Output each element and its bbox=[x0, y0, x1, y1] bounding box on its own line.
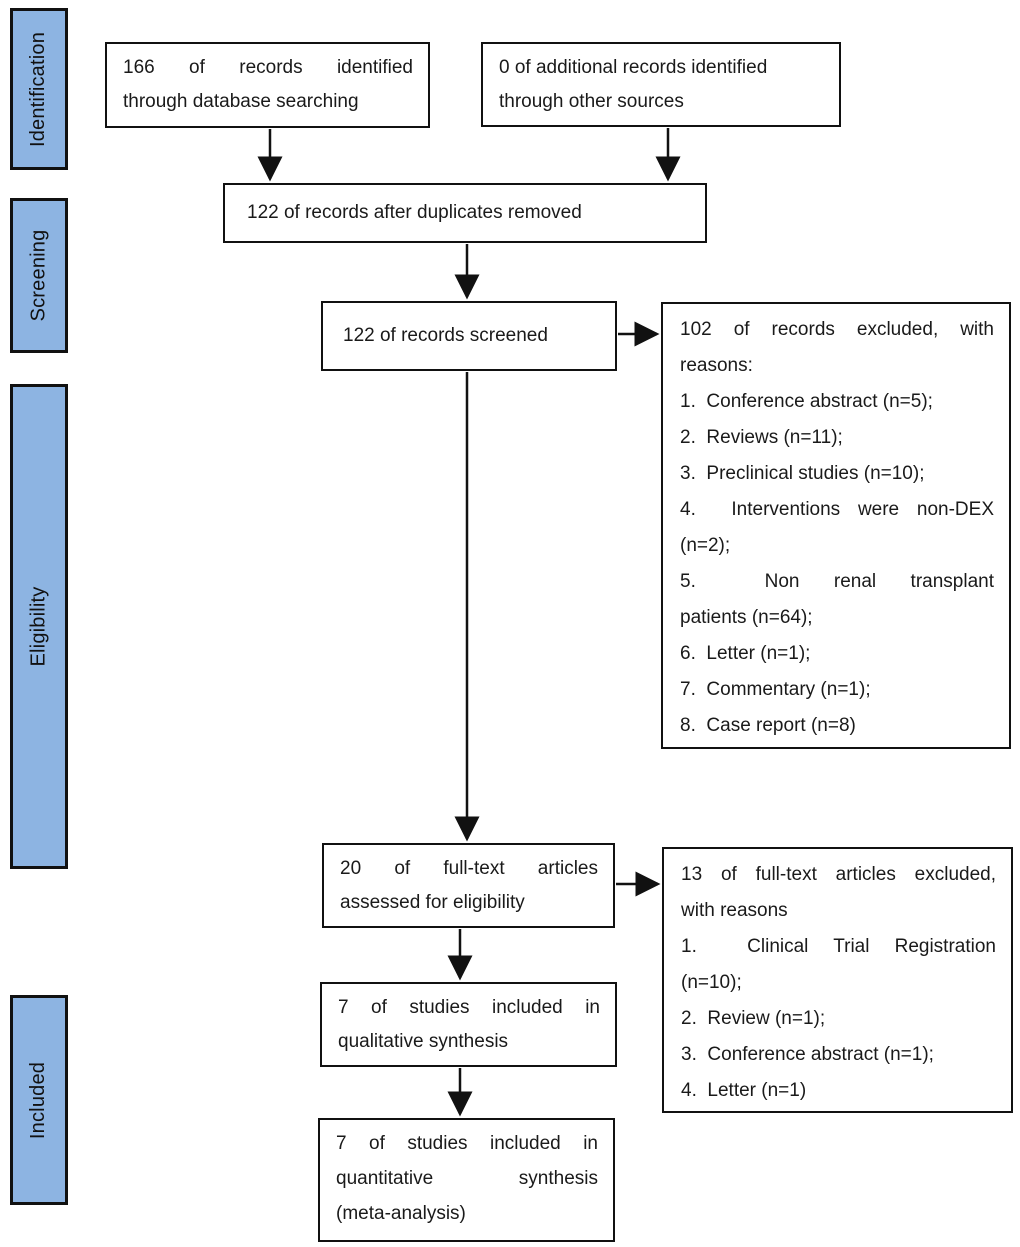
stage-label-included: Included bbox=[10, 995, 68, 1205]
text-line: 7 of studies included in bbox=[338, 997, 600, 1018]
text-line: 4. Interventions were non-DEX bbox=[680, 499, 994, 520]
text-line: 5. Non renal transplant bbox=[680, 571, 994, 592]
text-line: quantitative synthesis bbox=[336, 1168, 598, 1189]
text-line: 13 of full-text articles excluded, bbox=[681, 864, 996, 885]
text-line: 7. Commentary (n=1); bbox=[680, 679, 871, 700]
text-line: 166 of records identified bbox=[123, 57, 413, 78]
box-qualitative-synthesis: 7 of studies included in qualitative synt… bbox=[320, 982, 617, 1067]
text-line: 122 of records screened bbox=[343, 325, 548, 346]
stage-label-text: Included bbox=[27, 1061, 50, 1139]
text-line: 7 of studies included in bbox=[336, 1133, 598, 1154]
stage-label-text: Screening bbox=[27, 229, 50, 322]
text-line: reasons: bbox=[680, 355, 753, 376]
text-line: 4. Letter (n=1) bbox=[681, 1080, 807, 1101]
text-line: 102 of records excluded, with bbox=[680, 319, 994, 340]
text-line: 2. Review (n=1); bbox=[681, 1008, 826, 1029]
box-quantitative-synthesis: 7 of studies included in quantitative syn… bbox=[318, 1118, 615, 1242]
box-records-screened: 122 of records screened bbox=[321, 301, 617, 371]
box-records-after-duplicates: 122 of records after duplicates removed bbox=[223, 183, 707, 243]
stage-label-eligibility: Eligibility bbox=[10, 384, 68, 869]
text-line: through database searching bbox=[123, 91, 359, 112]
text-line: 3. Preclinical studies (n=10); bbox=[680, 463, 925, 484]
text-line: 6. Letter (n=1); bbox=[680, 643, 811, 664]
text-line: through other sources bbox=[499, 91, 684, 112]
text-line: 122 of records after duplicates removed bbox=[247, 202, 582, 223]
text-line: 1. Conference abstract (n=5); bbox=[680, 391, 933, 412]
text-line: 1. Clinical Trial Registration bbox=[681, 936, 996, 957]
stage-label-text: Identification bbox=[27, 31, 50, 147]
text-line: with reasons bbox=[681, 900, 788, 921]
text-line: patients (n=64); bbox=[680, 607, 813, 628]
stage-label-screening: Screening bbox=[10, 198, 68, 353]
stage-label-identification: Identification bbox=[10, 8, 68, 170]
text-line: 2. Reviews (n=11); bbox=[680, 427, 843, 448]
text-line: 8. Case report (n=8) bbox=[680, 715, 856, 736]
text-line: (n=10); bbox=[681, 972, 742, 993]
box-fulltext-excluded-reasons: 13 of full-text articles excluded, with r… bbox=[662, 847, 1013, 1113]
box-fulltext-assessed: 20 of full-text articles assessed for eli… bbox=[322, 843, 615, 928]
stage-label-text: Eligibility bbox=[27, 586, 50, 667]
box-additional-records: 0 of additional records identified throug… bbox=[481, 42, 841, 127]
text-line: 0 of additional records identified bbox=[499, 57, 768, 78]
box-records-excluded-reasons: 102 of records excluded, with reasons: 1. … bbox=[661, 302, 1011, 749]
text-line: (n=2); bbox=[680, 535, 731, 556]
text-line: qualitative synthesis bbox=[338, 1031, 509, 1052]
text-line: (meta-analysis) bbox=[336, 1203, 466, 1224]
text-line: assessed for eligibility bbox=[340, 892, 525, 913]
box-records-identified: 166 of records identified through databas… bbox=[105, 42, 430, 128]
text-line: 3. Conference abstract (n=1); bbox=[681, 1044, 934, 1065]
text-line: 20 of full-text articles bbox=[340, 858, 598, 879]
